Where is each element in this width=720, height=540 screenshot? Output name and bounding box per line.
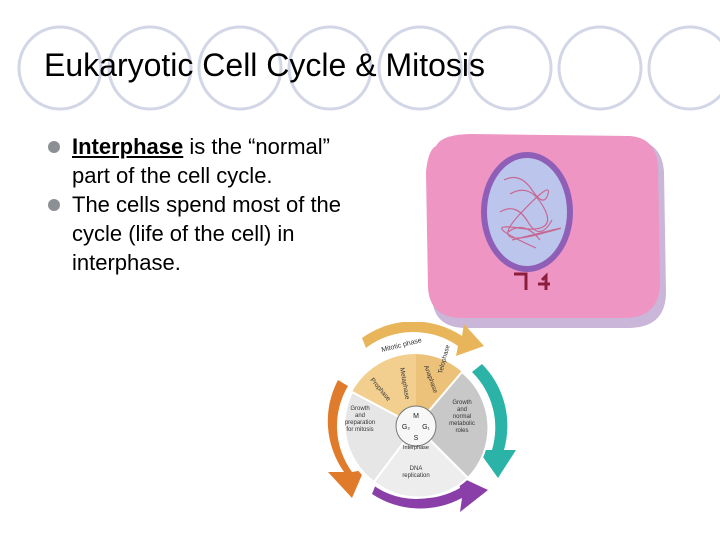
label-g2-growth: Growth bbox=[350, 406, 369, 412]
label-g2-and: and bbox=[355, 413, 365, 419]
bullet-term: Interphase bbox=[72, 134, 184, 159]
label-g1-and: and bbox=[457, 407, 467, 413]
label-s-dna: DNA bbox=[410, 466, 423, 472]
label-g2-mitosis: for mitosis bbox=[346, 427, 373, 433]
label-s: S bbox=[414, 435, 419, 442]
label-g1-normal: normal bbox=[453, 414, 471, 420]
label-m: M bbox=[413, 413, 419, 420]
bullet-icon bbox=[48, 141, 60, 153]
label-g2: G₂ bbox=[402, 424, 410, 431]
center-hub bbox=[395, 405, 437, 447]
bullet-list: Interphase is the “normal” part of the c… bbox=[46, 132, 346, 277]
cell-cycle-diagram: Mitotic phase Prophase Metaphase Anaphas… bbox=[327, 322, 516, 512]
orange-arrow bbox=[327, 380, 364, 498]
label-g1: G₁ bbox=[422, 424, 430, 431]
label-mitotic-phase: Mitotic phase bbox=[381, 337, 423, 354]
yellow-arrow bbox=[362, 322, 484, 356]
label-g1-growth: Growth bbox=[452, 400, 471, 406]
nucleus bbox=[487, 158, 567, 266]
purple-arrow bbox=[372, 476, 488, 512]
bullet-icon bbox=[48, 199, 60, 211]
label-s-replication: replication bbox=[402, 473, 429, 479]
bullet-text: The cells spend most of the cycle (life … bbox=[72, 192, 342, 275]
interphase-cell-illustration bbox=[426, 134, 666, 328]
label-g1-metabolic: metabolic bbox=[449, 421, 475, 427]
bullet-text: is the “normal” part of the cell cycle. bbox=[72, 134, 330, 188]
centrioles bbox=[514, 272, 550, 290]
label-interphase: Interphase bbox=[403, 445, 429, 451]
mitotic-sector bbox=[416, 354, 462, 426]
label-g1-roles: roles bbox=[455, 428, 468, 434]
g1-sector bbox=[414, 370, 490, 480]
s-sector bbox=[372, 424, 470, 499]
mitotic-sector bbox=[352, 353, 416, 426]
teal-arrow bbox=[472, 364, 516, 478]
bullet-item: Interphase is the “normal” part of the c… bbox=[46, 132, 346, 190]
title-background-circles bbox=[17, 25, 720, 111]
chromatin bbox=[499, 177, 561, 249]
slide-title: Eukaryotic Cell Cycle & Mitosis bbox=[44, 47, 485, 83]
label-g2-prep: preparation bbox=[345, 420, 375, 426]
bullet-item: The cells spend most of the cycle (life … bbox=[46, 190, 346, 277]
g2-sector bbox=[343, 390, 418, 484]
